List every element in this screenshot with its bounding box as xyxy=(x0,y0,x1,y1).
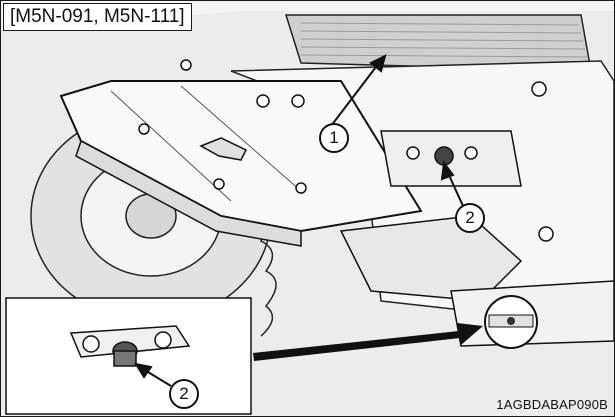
callout-2: 2 xyxy=(455,203,485,233)
model-label: [M5N-091, M5N-111] xyxy=(3,3,192,31)
callout-1: 1 xyxy=(319,123,349,153)
figure-code: 1AGBDABAP090B xyxy=(496,397,608,412)
callout-2-inset: 2 xyxy=(169,379,199,409)
